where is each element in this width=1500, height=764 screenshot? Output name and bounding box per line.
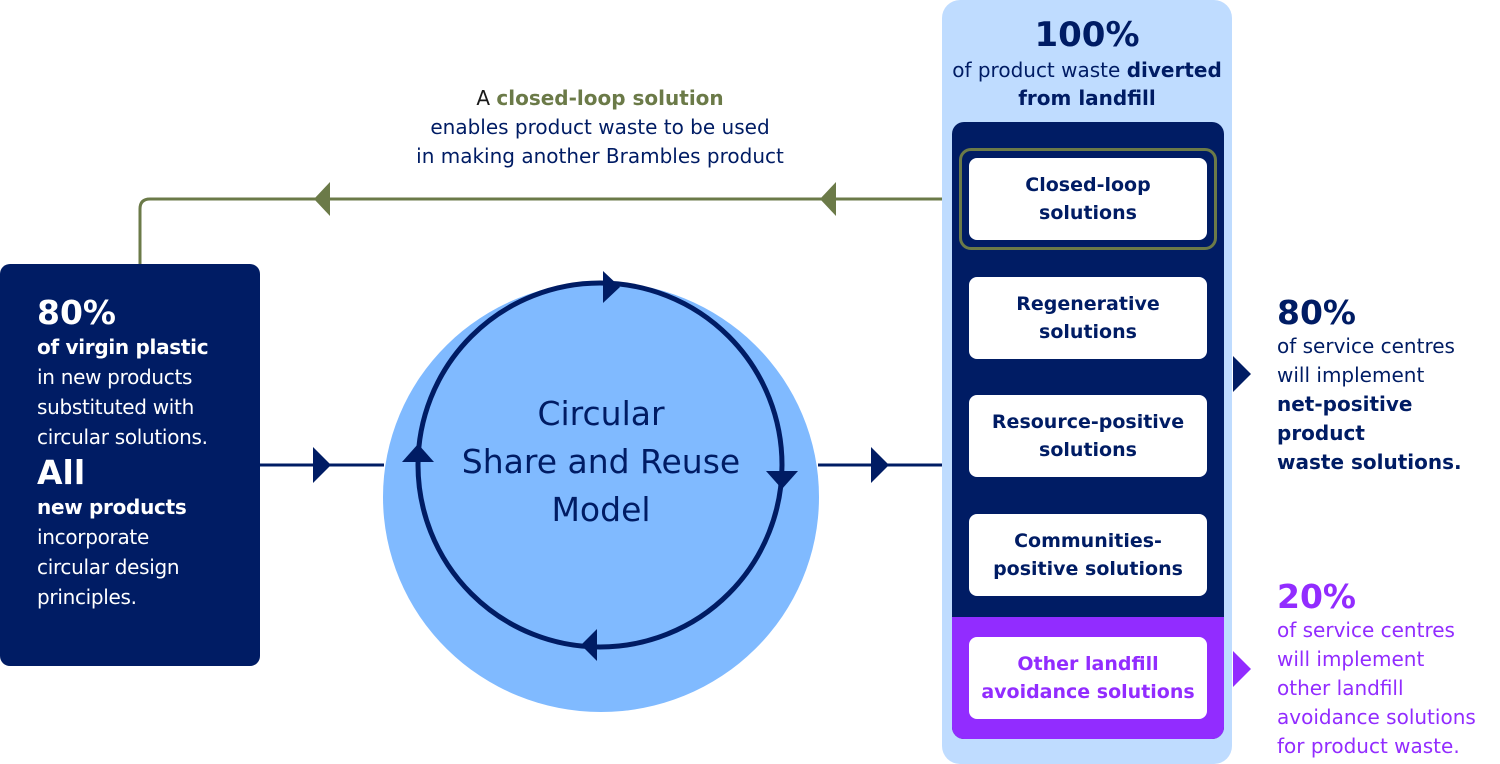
stat-line: will implement bbox=[1277, 647, 1425, 671]
cycle-arrow-icon bbox=[603, 271, 620, 303]
solution-label: Other landfill bbox=[1017, 653, 1159, 675]
circle-label-line: Share and Reuse bbox=[461, 442, 741, 481]
closed-loop-return-line bbox=[138, 197, 955, 264]
arrow-right-icon bbox=[1233, 651, 1251, 687]
stat-line: circular solutions. bbox=[37, 425, 208, 449]
stat-line: principles. bbox=[37, 585, 137, 609]
stat-line: in new products bbox=[37, 365, 193, 389]
caption-line: in making another Brambles product bbox=[416, 144, 784, 168]
solution-label: Resource-positive bbox=[991, 411, 1185, 433]
solution-communities-positive: Communities-positive solutions bbox=[969, 514, 1207, 596]
stat-line: waste solutions. bbox=[1277, 450, 1462, 474]
caption-line: enables product waste to be used bbox=[430, 115, 770, 139]
solution-label: Closed-loop bbox=[1025, 174, 1151, 196]
solution-other-landfill-avoidance: Other landfill avoidance solutions bbox=[969, 637, 1207, 719]
stat-line: other landfill bbox=[1277, 676, 1404, 700]
cycle-arrow-icon bbox=[581, 629, 597, 661]
panel-sub-bold: diverted bbox=[1126, 58, 1222, 82]
solution-label: positive solutions bbox=[993, 558, 1183, 580]
stat-line: avoidance solutions bbox=[1277, 705, 1476, 729]
caption-highlight: closed-loop solution bbox=[496, 86, 724, 110]
stat-line: of service centres bbox=[1277, 334, 1455, 358]
solution-closed-loop: Closed-loop solutions bbox=[969, 158, 1207, 240]
circle-label: Circular Share and Reuse Model bbox=[383, 390, 819, 534]
arrow-right-icon bbox=[1233, 356, 1251, 392]
stat-line: of virgin plastic bbox=[37, 335, 209, 359]
circle-label-line: Model bbox=[551, 490, 651, 529]
stat-value: 80% bbox=[37, 293, 116, 332]
cycle-arrow-icon bbox=[402, 444, 434, 462]
solution-label: solutions bbox=[1039, 321, 1137, 343]
arrow-right-icon bbox=[871, 447, 889, 483]
solution-label: Communities- bbox=[1014, 530, 1162, 552]
stat-line: will implement bbox=[1277, 363, 1425, 387]
stat-line: new products bbox=[37, 495, 187, 519]
net-positive-stat: 80% of service centres will implement ne… bbox=[1277, 294, 1500, 477]
panel-sub-text: of product waste bbox=[952, 58, 1121, 82]
arrow-left-icon bbox=[314, 182, 330, 216]
stat-line: for product waste. bbox=[1277, 734, 1460, 758]
stat-value: 80% bbox=[1277, 293, 1356, 332]
caption-prefix: A bbox=[476, 86, 491, 110]
solution-regenerative: Regenerative solutions bbox=[969, 277, 1207, 359]
stat-line: circular design bbox=[37, 555, 180, 579]
closed-loop-highlight-frame bbox=[959, 148, 1217, 250]
solution-label: solutions bbox=[1039, 439, 1137, 461]
panel-header: 100% of product waste diverted from land… bbox=[942, 14, 1232, 112]
solution-label: Regenerative bbox=[1016, 293, 1160, 315]
panel-stat-value: 100% bbox=[1034, 15, 1140, 55]
arrow-right-icon bbox=[313, 447, 331, 483]
stat-line: of service centres bbox=[1277, 618, 1455, 642]
stat-line: substituted with bbox=[37, 395, 194, 419]
closed-loop-caption: A closed-loop solution enables product w… bbox=[380, 84, 820, 171]
arrow-left-icon bbox=[820, 182, 836, 216]
virgin-plastic-target-box: 80% of virgin plastic in new products su… bbox=[0, 264, 260, 666]
stat-value: All bbox=[37, 453, 86, 492]
solution-label: solutions bbox=[1039, 202, 1137, 224]
panel-sub-bold: from landfill bbox=[1018, 86, 1156, 110]
circle-label-line: Circular bbox=[537, 394, 665, 433]
cycle-arrow-icon bbox=[766, 471, 798, 489]
stat-value: 20% bbox=[1277, 577, 1356, 616]
stat-line: net-positive product bbox=[1277, 392, 1413, 445]
stat-line: incorporate bbox=[37, 525, 149, 549]
solution-label: avoidance solutions bbox=[981, 681, 1195, 703]
solution-resource-positive: Resource-positive solutions bbox=[969, 395, 1207, 477]
landfill-avoidance-stat: 20% of service centres will implement ot… bbox=[1277, 578, 1500, 761]
